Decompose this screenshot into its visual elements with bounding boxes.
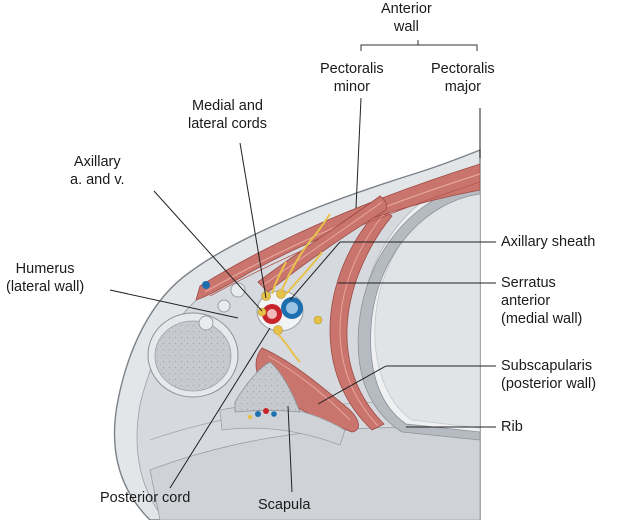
anterior-wall-brace <box>360 40 478 51</box>
label-axillary-av: Axillary a. and v. <box>70 154 125 188</box>
label-subscapularis: Subscapularis (posterior wall) <box>501 358 597 392</box>
label-humerus: Humerus (lateral wall) <box>6 261 85 295</box>
label-pectoralis-major: Pectoralis major <box>431 61 495 95</box>
rib-bone <box>357 183 481 441</box>
label-pectoralis-minor: Pectoralis minor <box>320 61 384 95</box>
scapula-bone <box>234 361 301 413</box>
label-posterior-cord: Posterior cord <box>100 490 191 506</box>
label-medial-lateral-cords: Medial and lateral cords <box>188 98 267 132</box>
label-rib: Rib <box>501 419 523 435</box>
label-scapula: Scapula <box>258 497 311 513</box>
leader-lines <box>109 97 496 493</box>
label-axillary-sheath: Axillary sheath <box>501 234 596 250</box>
nerve-branches <box>271 213 331 363</box>
label-anterior-wall: Anterior wall <box>381 1 432 35</box>
label-serratus-anterior: Serratus anterior (medial wall) <box>501 275 583 327</box>
